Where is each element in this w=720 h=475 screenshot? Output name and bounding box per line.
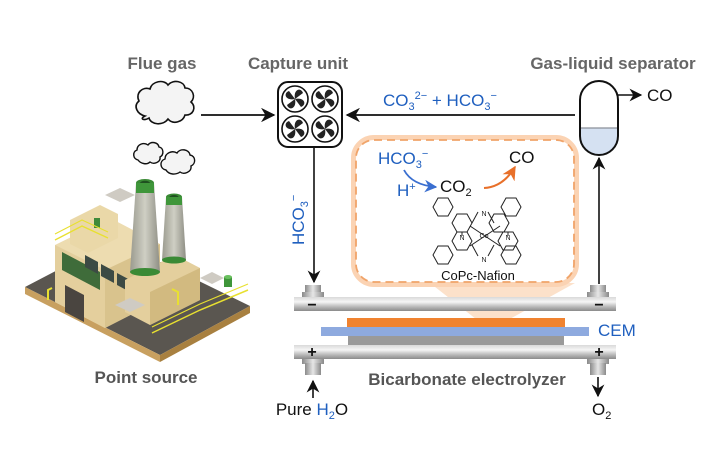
anode-sign: +: [307, 344, 316, 361]
cation-exchange-membrane: [321, 327, 589, 336]
cem-label: CEM: [598, 321, 636, 340]
recycle-electrolyte-label: CO32− + HCO3−: [383, 90, 497, 113]
capture-unit-icon: [277, 81, 343, 148]
anode-inlet-port: [305, 363, 321, 375]
point-source-label: Point source: [95, 368, 198, 387]
cathode-sign: −: [307, 297, 316, 314]
inset-proton-label: H+: [397, 181, 416, 200]
bicarbonate-electrolyzer-label: Bicarbonate electrolyzer: [368, 370, 566, 389]
nitrogen-label: N: [505, 235, 510, 242]
nitrogen-label: N: [481, 211, 486, 218]
flue-gas-label: Flue gas: [128, 54, 197, 73]
fan-icon: [281, 85, 309, 113]
fan-icon: [311, 85, 339, 113]
copc-nafion-label: CoPc-Nafion: [441, 268, 515, 283]
co2-to-co-arrow: [483, 165, 516, 189]
anode-sign: +: [594, 344, 603, 361]
anode-plate: [294, 345, 616, 359]
cathode-plate: [294, 297, 616, 311]
co-output-label: CO: [647, 86, 673, 105]
anode-outlet-port: [590, 363, 606, 375]
cathode-sign: −: [594, 297, 603, 314]
cathode-inlet-port: [305, 285, 321, 293]
inset-co-label: CO: [509, 148, 535, 167]
nitrogen-label: N: [481, 257, 486, 264]
inset-bicarbonate-label: HCO3−: [378, 148, 428, 171]
factory-icon: [25, 179, 250, 362]
inset-co2-label: CO2: [440, 177, 472, 199]
fan-icon: [281, 115, 309, 143]
cathode-outlet-port: [590, 285, 606, 293]
cathode-catalyst-layer: [347, 318, 565, 328]
anode-layer: [348, 336, 564, 346]
bicarbonate-electrolyzer: [294, 285, 616, 375]
bicarbonate-to-co2-arrow: [403, 169, 438, 193]
pure-water-label: Pure H2O: [276, 400, 348, 422]
small-cloud-left-icon: [133, 141, 164, 165]
capture-unit-label: Capture unit: [248, 54, 348, 73]
cobalt-center-label: Co: [480, 233, 489, 240]
nitrogen-label: N: [459, 235, 464, 242]
bicarbonate-feed-label: HCO3−: [288, 195, 311, 245]
fan-icon: [311, 115, 339, 143]
mechanism-inset: [355, 139, 575, 283]
oxygen-label: O2: [592, 400, 611, 422]
gas-liquid-separator-icon: [579, 80, 619, 156]
small-cloud-right-icon: [160, 149, 196, 175]
cobalt-phthalocyanine-structure: [432, 197, 522, 265]
gas-liquid-separator-label: Gas-liquid separator: [530, 54, 696, 73]
flue-gas-cloud-icon: [135, 80, 195, 125]
